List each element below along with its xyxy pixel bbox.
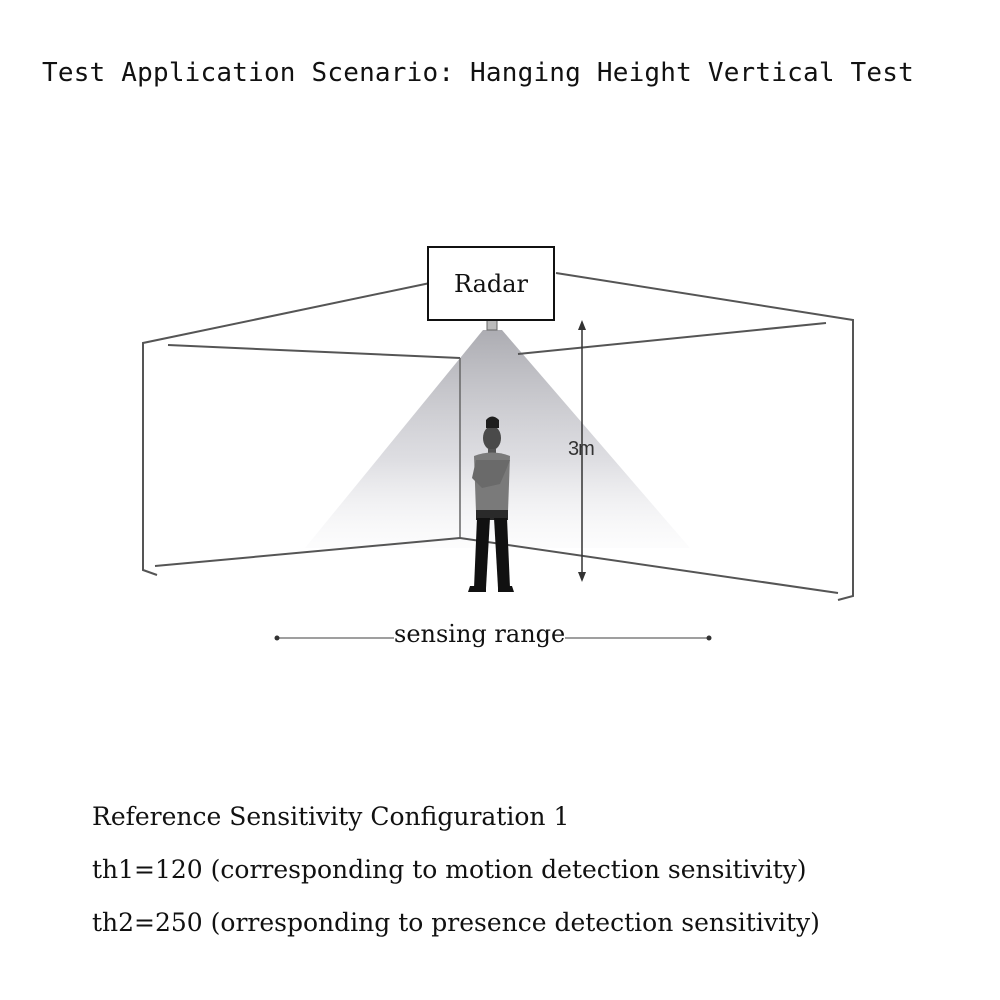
radar-box: Radar: [427, 246, 555, 321]
person-figure: [468, 416, 514, 592]
height-arrow-bottom: [578, 572, 586, 582]
scenario-title: Test Application Scenario: Hanging Heigh…: [42, 58, 914, 88]
range-endpoint-left: [274, 635, 280, 641]
left-wall-outline: [142, 282, 431, 576]
height-arrow-top: [578, 320, 586, 330]
right-wall-outline: [555, 272, 854, 601]
back-ceiling-right: [517, 322, 827, 355]
back-ceiling-left: [167, 344, 461, 359]
config-line-th1: th1=120 (corresponding to motion detecti…: [92, 855, 807, 884]
sensing-range-label: sensing range: [394, 620, 566, 648]
sensitivity-config: Reference Sensitivity Configuration 1 th…: [92, 790, 820, 949]
radar-mount: [486, 319, 498, 331]
config-heading: Reference Sensitivity Configuration 1: [92, 802, 570, 831]
floor-left-edge: [154, 537, 461, 567]
height-label: 3m: [568, 438, 595, 460]
radar-label: Radar: [453, 269, 529, 298]
range-endpoint-right: [706, 635, 712, 641]
config-line-th2: th2=250 (orresponding to presence detect…: [92, 908, 820, 937]
floor-right-edge: [459, 537, 839, 594]
